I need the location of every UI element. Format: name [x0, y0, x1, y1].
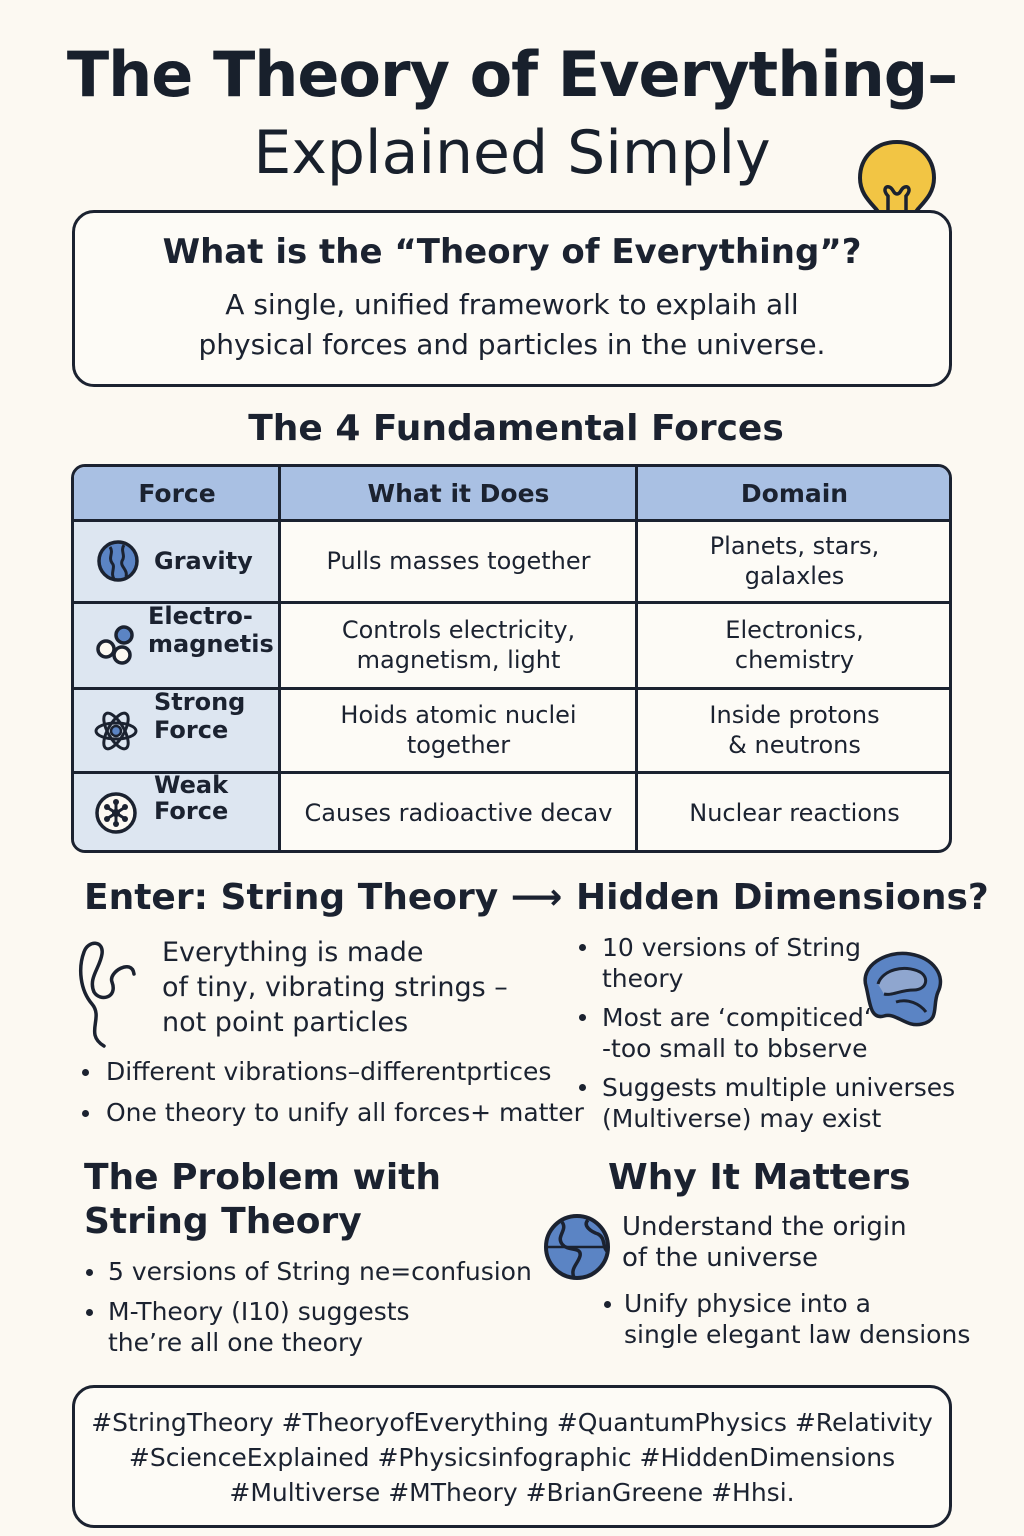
bullet-dot: [579, 944, 586, 951]
table-cell-does-strong: Hoids atomic nuclei together: [280, 688, 637, 772]
cell-text: Planets, stars,: [709, 532, 880, 560]
table-divider: [74, 687, 949, 690]
definition-box: [72, 210, 952, 387]
string-squiggle-icon: [78, 941, 136, 1048]
why-bullet: Unify physice into a single elegant law …: [624, 1288, 970, 1350]
magnet-icon: [96, 625, 134, 665]
definition-text-line-1: A single, unified framework to explaih a…: [225, 288, 799, 321]
cell-text: Electronics,: [725, 616, 864, 644]
bullet-line: Unify physice into a: [624, 1289, 871, 1318]
bullet-dot: [82, 1110, 89, 1117]
force-name: Strong: [154, 688, 246, 716]
force-name: magnetis: [148, 630, 274, 658]
bullet-line: (Multiverse) may exist: [602, 1104, 882, 1133]
problem-heading: The Problem with String Theory: [84, 1156, 441, 1244]
bullet-line: 10 versions of String: [602, 933, 861, 962]
table-divider: [74, 601, 949, 604]
table-cell-domain-strong: Inside protons & neutrons: [637, 688, 949, 772]
cell-text: galaxles: [744, 562, 845, 590]
calabi-yau-shape-icon: [863, 951, 943, 1027]
hidden-dimensions-bullet: Suggests multiple universes (Multiverse)…: [602, 1072, 955, 1134]
problem-bullet: 5 versions of String ne=confusion: [108, 1257, 532, 1286]
definition-text-line-2: physical forces and particles in the uni…: [198, 328, 826, 361]
why-it-matters-heading: Why It Matters: [608, 1157, 911, 1198]
column-header-domain: Domain: [637, 467, 949, 520]
intro-line: not point particles: [162, 1007, 409, 1038]
hidden-dimensions-bullet: Most are ‘compiticed‘ -too small to bbse…: [602, 1002, 872, 1064]
force-name: Force: [154, 797, 229, 825]
force-name: Force: [154, 716, 229, 744]
table-cell-domain-weak: Nuclear reactions: [637, 772, 949, 850]
bullet-dot: [86, 1269, 93, 1276]
hidden-dimensions-bullet: 10 versions of String theory: [602, 932, 861, 994]
page-title: The Theory of Everything–: [66, 38, 958, 111]
cell-text: together: [406, 731, 511, 759]
bullet-line: M-Theory (I10) suggests: [108, 1297, 410, 1326]
string-theory-heading: Enter: String Theory ⟶: [84, 877, 563, 918]
column-header-what-it-does: What it Does: [280, 467, 637, 520]
bullet-dot: [82, 1069, 89, 1076]
table-cell-does-gravity: Pulls masses together: [280, 520, 637, 602]
forces-table: Force What it Does Domain Gravity Pulls …: [71, 464, 952, 853]
table-cell-does-electromagnetism: Controls electricity, magnetism, light: [280, 602, 637, 688]
hashtag-box: [72, 1385, 952, 1528]
heading-line: The Problem with: [84, 1157, 442, 1198]
bullet-line: single elegant law densions: [624, 1320, 971, 1349]
force-name: Weak: [154, 771, 229, 799]
cell-text: Controls electricity,: [341, 616, 576, 644]
atom-icon: [94, 711, 138, 751]
cell-text: Pulls masses together: [326, 547, 591, 575]
intro-line: Everything is made: [162, 937, 424, 968]
cell-text: chemistry: [734, 646, 855, 674]
globe-icon: [97, 540, 139, 582]
bullet-line: theory: [602, 964, 684, 993]
table-cell-domain-gravity: Planets, stars, galaxles: [637, 520, 949, 602]
bullet-dot: [579, 1014, 586, 1021]
bullet-line: Suggests multiple universes: [602, 1073, 956, 1102]
intro-line: of tiny, vibrating strings –: [162, 972, 508, 1003]
bullet-line: the’re all one theory: [108, 1328, 364, 1357]
table-divider: [278, 467, 281, 850]
table-divider: [635, 467, 638, 850]
table-cell-does-weak: Causes radioactive decav: [280, 772, 637, 850]
problem-bullet: M-Theory (I10) suggests the’re all one t…: [108, 1296, 410, 1358]
bullet-dot: [604, 1301, 611, 1308]
cell-text: Hoids atomic nuclei: [340, 701, 577, 729]
forces-heading: The 4 Fundamental Forces: [248, 408, 784, 449]
string-theory-intro: Everything is made of tiny, vibrating st…: [162, 935, 508, 1040]
radiation-icon: [95, 792, 137, 834]
cell-text: & neutrons: [728, 731, 861, 759]
force-name: Gravity: [154, 547, 253, 575]
page-subtitle: Explained Simply: [253, 118, 771, 188]
string-theory-bullet: One theory to unify all forces+ matter: [106, 1098, 584, 1127]
intro-line: of the universe: [622, 1243, 819, 1273]
heading-line: String Theory: [84, 1201, 362, 1242]
cell-text: Nuclear reactions: [689, 798, 900, 827]
definition-heading: What is the “Theory of Everything”?: [162, 232, 862, 272]
table-divider: [74, 771, 949, 774]
why-intro: Understand the origin of the universe: [622, 1212, 907, 1274]
force-name: Electro-: [148, 602, 253, 630]
bullet-line: -too small to bbserve: [602, 1034, 868, 1063]
hashtag-line-2: #ScienceExplained #Physicsinfographic #H…: [128, 1443, 896, 1472]
cell-text: Causes radioactive decav: [304, 798, 613, 827]
cell-text: Inside protons: [709, 701, 880, 729]
intro-line: Understand the origin: [622, 1212, 907, 1242]
hidden-dimensions-heading: Hidden Dimensions?: [576, 877, 989, 918]
bullet-dot: [579, 1084, 586, 1091]
table-cell-domain-electromagnetism: Electronics, chemistry: [637, 602, 949, 688]
hashtag-line-1: #StringTheory #TheoryofEverything #Quant…: [91, 1408, 933, 1437]
table-divider: [74, 519, 949, 522]
string-theory-bullet: Different vibrations–differentprtices: [106, 1057, 552, 1086]
bullet-dot: [86, 1309, 93, 1316]
earth-globe-icon: [544, 1214, 610, 1280]
cell-text: magnetism, light: [356, 646, 561, 674]
hashtag-line-3: #Multiverse #MTheory #BrianGreene #Hhsi.: [229, 1478, 795, 1507]
bullet-line: Most are ‘compiticed‘: [602, 1003, 872, 1032]
column-header-force: Force: [74, 467, 280, 520]
table-row-force-gravity: Gravity: [74, 520, 280, 602]
